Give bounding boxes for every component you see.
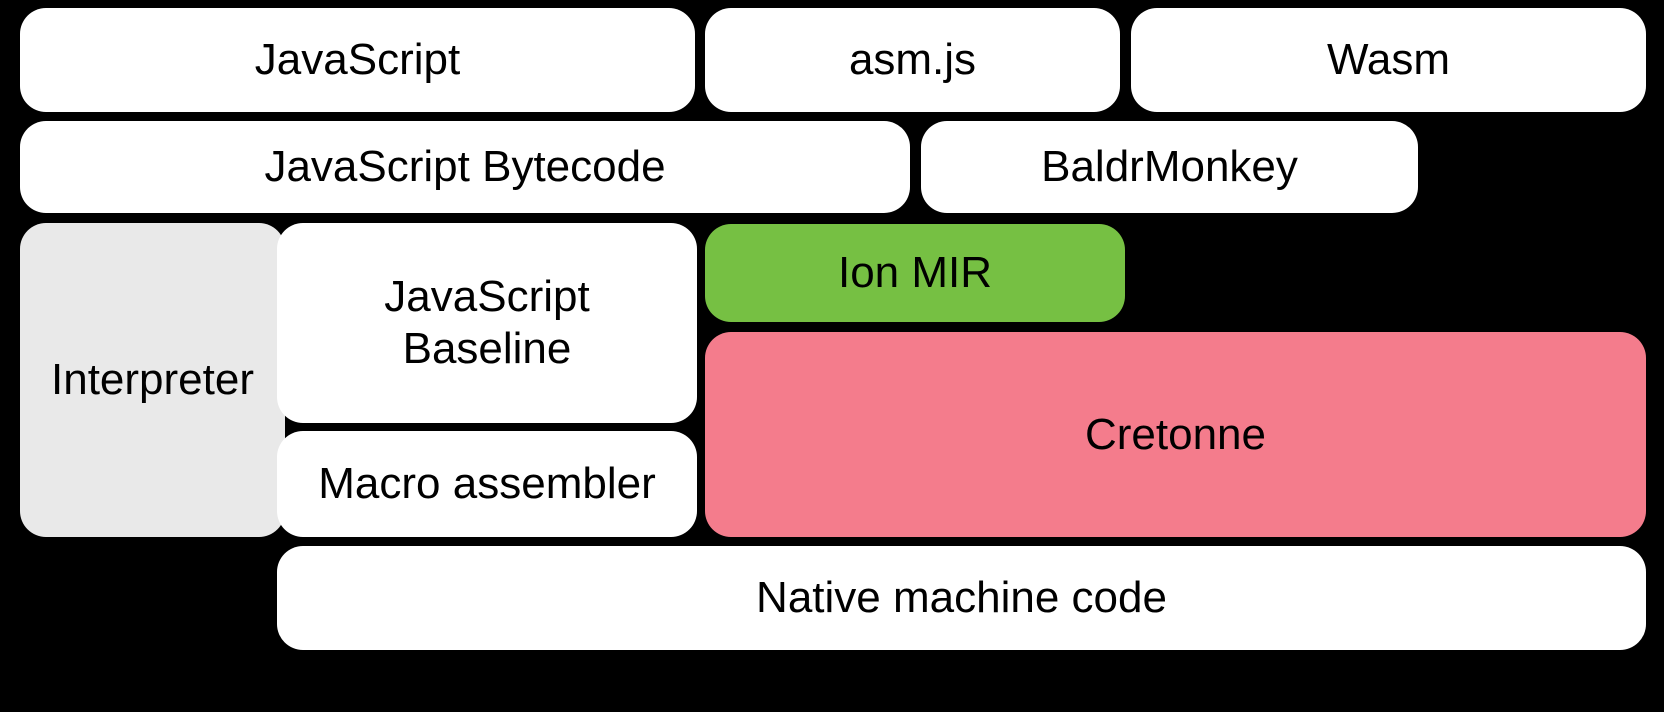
baldrmonkey-label: BaldrMonkey	[1041, 142, 1298, 192]
javascript-source-label: JavaScript	[254, 35, 461, 85]
macro-assembler-label: Macro assembler	[318, 459, 656, 509]
box-interpreter: Interpreter	[20, 223, 285, 537]
box-cretonne: Cretonne	[705, 332, 1646, 537]
box-javascript-bytecode: JavaScript Bytecode	[20, 121, 910, 213]
box-ion-mir: Ion MIR	[705, 224, 1125, 322]
interpreter-label: Interpreter	[51, 355, 254, 405]
box-native-machine-code: Native machine code	[277, 546, 1646, 650]
asm-js-label: asm.js	[848, 35, 977, 85]
javascript-bytecode-label: JavaScript Bytecode	[264, 142, 666, 192]
wasm-label: Wasm	[1326, 35, 1451, 85]
box-macro-assembler: Macro assembler	[277, 431, 697, 537]
box-asm-js: asm.js	[705, 8, 1120, 112]
box-javascript-baseline: JavaScript Baseline	[277, 223, 697, 423]
ion-mir-label: Ion MIR	[837, 248, 993, 298]
box-baldrmonkey: BaldrMonkey	[921, 121, 1418, 213]
box-wasm: Wasm	[1131, 8, 1646, 112]
box-javascript-source: JavaScript	[20, 8, 695, 112]
native-machine-code-label: Native machine code	[756, 573, 1167, 623]
cretonne-label: Cretonne	[1084, 409, 1266, 459]
javascript-baseline-label: JavaScript Baseline	[384, 272, 590, 373]
